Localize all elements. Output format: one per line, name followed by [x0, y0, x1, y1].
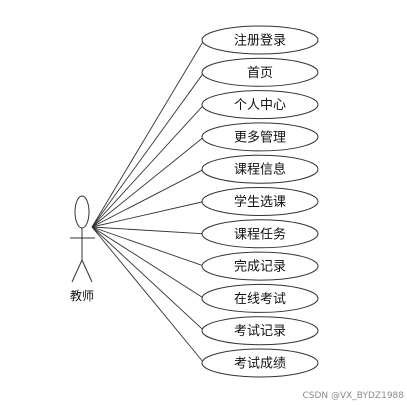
- use-case: 个人中心: [201, 90, 319, 120]
- use-case-label: 考试记录: [234, 324, 286, 339]
- association-line: [91, 72, 205, 228]
- use-case-label: 考试成绩: [234, 357, 286, 372]
- use-case-label: 课程信息: [234, 162, 286, 178]
- use-case-ellipse: [201, 251, 319, 281]
- watermark: CSDN @VX_BYDZ1988: [302, 391, 404, 401]
- association-line: [91, 39, 205, 228]
- use-case-label: 注册登录: [234, 34, 286, 49]
- use-case-ellipse: [201, 154, 319, 184]
- use-case: 注册登录: [201, 25, 319, 55]
- use-case-label: 更多管理: [234, 129, 286, 145]
- actor-head: [74, 195, 90, 229]
- use-case-label: 课程任务: [234, 226, 286, 242]
- association-lines: [91, 39, 205, 364]
- actor-label: 教师: [70, 288, 94, 303]
- use-case-ellipse: [201, 283, 319, 313]
- use-case-ellipse: [201, 57, 319, 87]
- actor-right-leg: [81, 259, 93, 283]
- use-case-ellipse: [201, 122, 319, 152]
- use-case-ellipse: [201, 25, 319, 55]
- use-case: 在线考试: [201, 283, 319, 313]
- use-case: 考试成绩: [201, 348, 319, 378]
- use-case-list: 注册登录首页个人中心更多管理课程信息学生选课课程任务完成记录在线考试考试记录考试…: [201, 25, 319, 378]
- association-line: [91, 226, 205, 364]
- use-case: 完成记录: [201, 251, 319, 281]
- use-case: 课程信息: [201, 154, 319, 184]
- use-case: 首页: [201, 57, 319, 87]
- use-case-ellipse: [201, 348, 319, 378]
- use-case-label: 在线考试: [234, 292, 286, 307]
- association-line: [91, 104, 205, 228]
- use-case-label: 首页: [247, 66, 273, 81]
- use-case-ellipse: [201, 90, 319, 120]
- use-case: 更多管理: [201, 122, 319, 152]
- use-case: 课程任务: [201, 219, 319, 249]
- association-line: [91, 168, 205, 228]
- use-case-ellipse: [201, 316, 319, 346]
- association-line: [91, 226, 205, 332]
- association-line: [91, 201, 205, 228]
- use-case-label: 学生选课: [234, 194, 286, 210]
- actor-teacher: 教师: [70, 195, 95, 303]
- use-case-ellipse: [201, 187, 319, 216]
- association-line: [91, 136, 205, 228]
- use-case: 学生选课: [201, 187, 319, 216]
- association-line: [91, 226, 205, 267]
- association-line: [91, 226, 205, 299]
- actor-left-leg: [71, 259, 83, 283]
- association-line: [91, 226, 205, 235]
- use-case-label: 个人中心: [234, 98, 286, 113]
- use-case-label: 完成记录: [234, 260, 286, 275]
- use-case-ellipse: [201, 219, 319, 249]
- use-case: 考试记录: [201, 316, 319, 346]
